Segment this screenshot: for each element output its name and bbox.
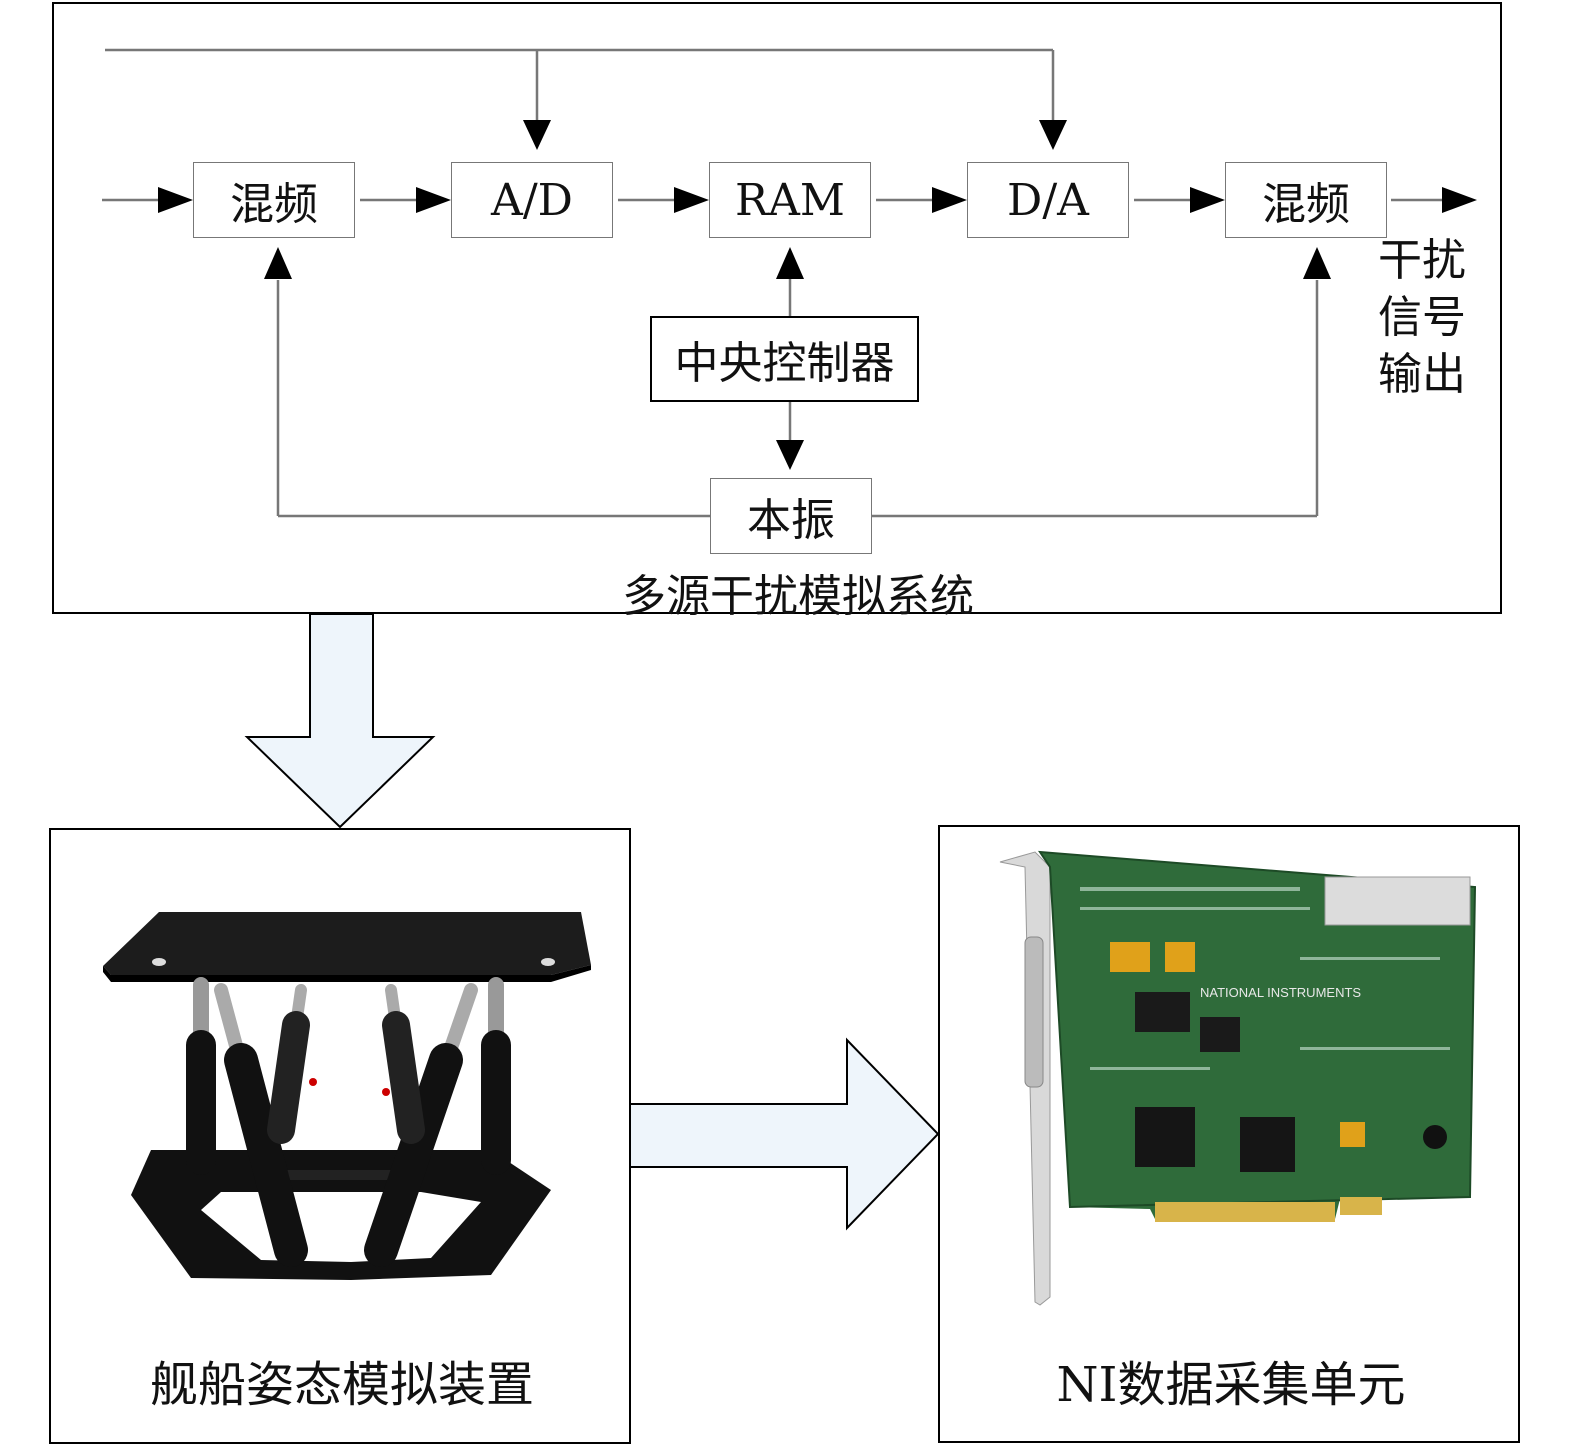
local-oscillator-block: 本振: [710, 478, 872, 554]
ad-converter-block: A/D: [451, 162, 613, 238]
ni-pci-card-image: NATIONAL INSTRUMENTS: [999, 850, 1477, 1306]
ad-converter-label: A/D: [491, 174, 573, 226]
hexapod-platform-image: [103, 912, 591, 1280]
ni-logo-text: NATIONAL INSTRUMENTS: [1200, 985, 1361, 1000]
output-label-line: 信号: [1378, 292, 1466, 343]
system-title: 多源干扰模拟系统: [622, 571, 974, 622]
mixer-output-label: 混频: [1262, 179, 1350, 230]
ram-block: RAM: [709, 162, 871, 238]
central-controller-block: 中央控制器: [650, 316, 919, 402]
ni-daq-caption: NI数据采集单元: [1056, 1357, 1406, 1413]
local-oscillator-label: 本振: [747, 495, 835, 546]
mixer-input-block: 混频: [193, 162, 355, 238]
da-converter-block: D/A: [967, 162, 1129, 238]
mixer-input-label: 混频: [230, 179, 318, 230]
ship-simulator-caption: 舰船姿态模拟装置: [149, 1357, 534, 1413]
mixer-output-block: 混频: [1225, 162, 1387, 238]
big-arrow-right: [629, 1037, 940, 1231]
ni-daq-panel: NATIONAL INSTRUMENTS NI数据采集单元: [938, 825, 1520, 1443]
ram-label: RAM: [735, 174, 845, 226]
ship-simulator-panel: 舰船姿态模拟装置: [49, 828, 631, 1444]
big-arrow-down: [244, 613, 436, 829]
output-label: 干扰 信号 输出: [1372, 232, 1472, 403]
central-controller-label: 中央控制器: [674, 338, 895, 389]
output-label-line: 干扰: [1378, 235, 1466, 286]
da-converter-label: D/A: [1007, 174, 1089, 226]
output-label-line: 输出: [1378, 349, 1466, 400]
